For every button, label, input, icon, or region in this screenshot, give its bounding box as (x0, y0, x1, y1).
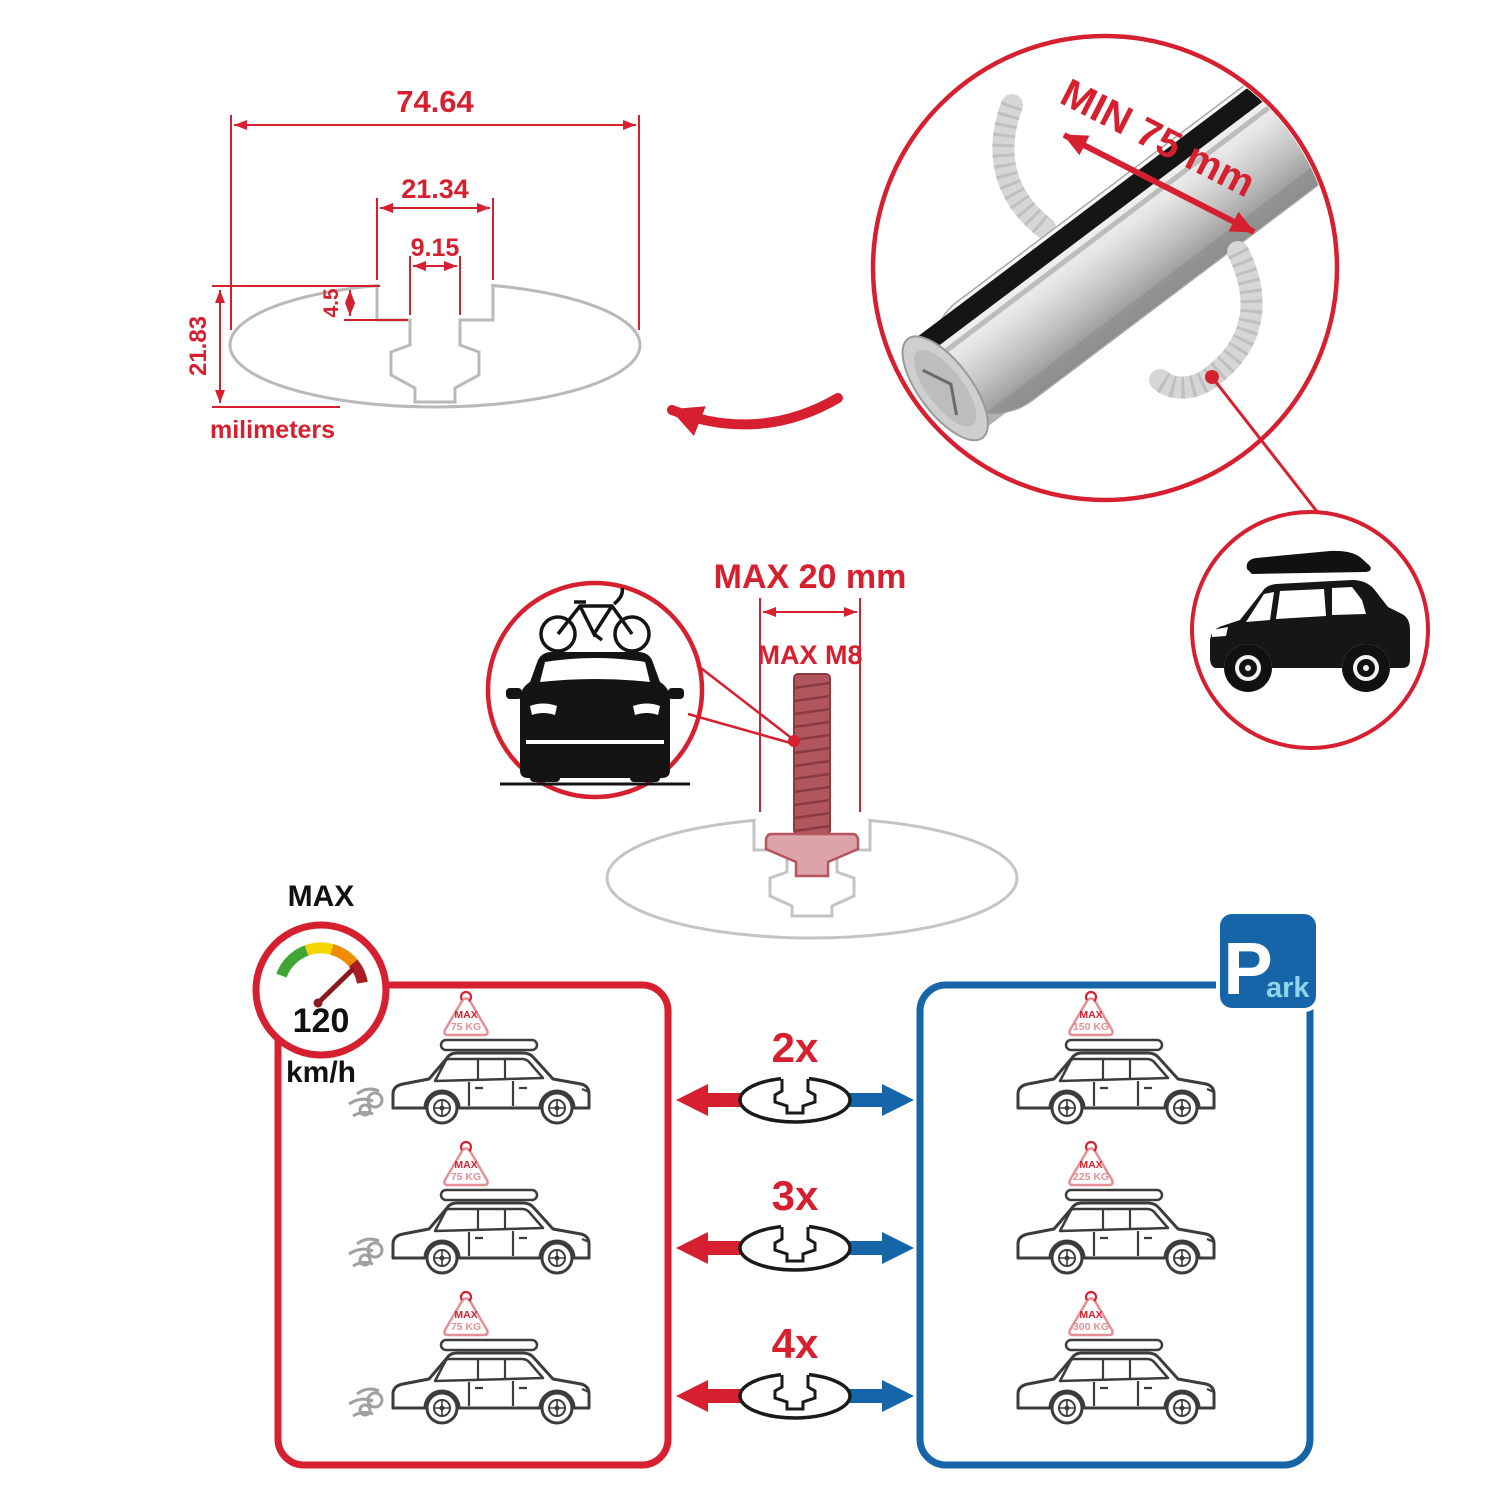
cross-section-drawing: 74.64 21.34 9.15 4.5 21.83 milimeters (185, 84, 642, 444)
dim-overall-width-lines (230, 115, 640, 330)
bolt-max-width-label: MAX 20 mm (714, 558, 907, 596)
left-red-arrow (676, 1084, 770, 1116)
dim-slot-inner-width: 9.15 (411, 234, 460, 262)
sign-max-label: MAX (1079, 1159, 1102, 1171)
dim-slot-width-lines (376, 198, 494, 280)
quantity-rows: 2x 3x 4x (676, 1024, 914, 1420)
left-red-arrow (676, 1232, 770, 1264)
crossbar-oval-icon (738, 1221, 852, 1272)
left-red-arrow (676, 1380, 770, 1412)
roof-load-sign: MAX 75 KG (443, 990, 489, 1037)
dim-overall-height: 21.83 (185, 316, 212, 376)
roof-load-sign: MAX 75 KG (443, 1140, 489, 1187)
roof-load-sign: MAX 225 KG (1068, 1140, 1114, 1187)
qty-label: 4x (772, 1320, 819, 1367)
roof-load-sign: MAX 75 KG (443, 1290, 489, 1337)
sign-max-label: MAX (454, 1159, 477, 1171)
parked-cars: MAX 150 KG MAX 225 KG MAX 300 KG (1016, 990, 1216, 1425)
needle (315, 967, 355, 1006)
dim-overall-width: 74.64 (396, 84, 474, 119)
driving-cars: MAX 75 KG MAX 75 KG MAX 75 KG (347, 990, 591, 1425)
sign-max-label: MAX (454, 1009, 477, 1021)
crossbar-oval-icon (738, 1369, 852, 1420)
crossbar-oval-icon (738, 1073, 852, 1124)
right-blue-arrow (820, 1380, 914, 1412)
t-slot-profile (375, 286, 495, 404)
sign-load-value: 75 KG (451, 1021, 481, 1033)
units-label: milimeters (210, 416, 335, 444)
sign-load-value: 75 KG (451, 1171, 481, 1183)
bolt-diagram: MAX 20 mm MAX M8 (605, 558, 1019, 940)
clamp-arm-left (992, 94, 1056, 239)
dim-lip-height: 4.5 (320, 288, 343, 318)
sign-max-label: MAX (454, 1309, 477, 1321)
qty-label: 3x (772, 1172, 819, 1219)
bolt-dim-lines (759, 598, 861, 830)
sign-load-value: 75 KG (451, 1321, 481, 1333)
sign-load-value: 150 KG (1073, 1021, 1109, 1033)
roof-load-sign: MAX 150 KG (1068, 990, 1114, 1037)
right-blue-arrow (820, 1084, 914, 1116)
bicycle-icon (539, 587, 651, 653)
sign-load-value: 225 KG (1073, 1171, 1109, 1183)
callout-line (1210, 376, 1324, 519)
speed-value: 120 (293, 1002, 350, 1040)
qty-label: 2x (772, 1024, 819, 1071)
sign-max-label: MAX (1079, 1309, 1102, 1321)
car-front-circle (485, 580, 795, 800)
roof-box (1246, 550, 1371, 574)
bolt-max-thread-label: MAX M8 (757, 640, 862, 670)
pointer-arrow (667, 393, 843, 436)
suv-circle (1190, 510, 1430, 750)
right-blue-arrow (820, 1232, 914, 1264)
sign-max-label: MAX (1079, 1009, 1102, 1021)
dim-overall-height-lines (212, 285, 380, 408)
crossbar-photo-circle: MIN 75 mm (870, 33, 1340, 519)
t-bolt (764, 673, 860, 878)
roof-load-sign: MAX 300 KG (1068, 1290, 1114, 1337)
clamp-arm-right (1149, 241, 1263, 399)
callout-dot (788, 735, 800, 747)
sign-load-value: 300 KG (1073, 1321, 1109, 1333)
speedometer: MAX 120 km/h (252, 880, 390, 1089)
dim-slot-width: 21.34 (401, 174, 469, 204)
dim-slot-inner-lines (409, 256, 461, 315)
rubber-strip (914, 39, 1334, 355)
park-sign: P ark (1216, 910, 1320, 1012)
callout-lines (687, 664, 795, 746)
park-suffix: ark (1266, 972, 1310, 1004)
car-front-icon (500, 652, 690, 786)
min-span-arrow (1062, 132, 1256, 235)
park-letter: P (1223, 927, 1272, 1010)
speed-max-label: MAX (288, 880, 355, 913)
speed-units: km/h (286, 1056, 356, 1089)
